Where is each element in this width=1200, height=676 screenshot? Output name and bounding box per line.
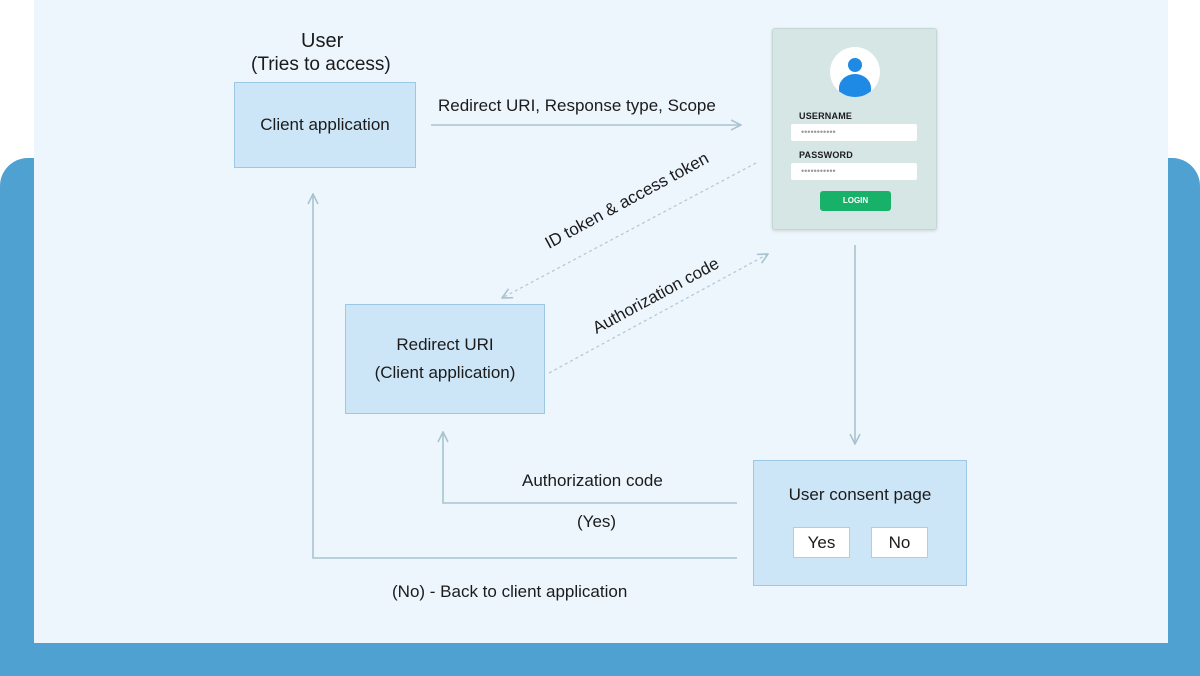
redirect-uri-label: Redirect URI: [396, 335, 494, 354]
consent-yes-button[interactable]: Yes: [793, 527, 850, 558]
user-consent-box: User consent page: [753, 460, 967, 586]
username-label: USERNAME: [799, 111, 853, 121]
diagram-panel: [34, 0, 1168, 643]
yes-path-label: (Yes): [577, 512, 617, 531]
user-avatar-icon: [830, 47, 880, 97]
login-form-card: USERNAME ••••••••••• PASSWORD ••••••••••…: [772, 28, 937, 230]
authorization-code-label: Authorization code: [522, 471, 663, 490]
password-field[interactable]: •••••••••••: [791, 163, 917, 180]
arrow-authcode-to-login: [548, 254, 768, 374]
arrow-consent-no-to-client: [313, 194, 737, 559]
consent-no-button[interactable]: No: [871, 527, 928, 558]
username-field[interactable]: •••••••••••: [791, 124, 917, 141]
user-subtitle: (Tries to access): [251, 54, 391, 75]
client-application-label: Client application: [260, 115, 390, 134]
redirect-uri-box: Redirect URI (Client application): [345, 304, 545, 414]
redirect-uri-sublabel: (Client application): [374, 363, 516, 382]
password-label: PASSWORD: [799, 150, 853, 160]
user-consent-title: User consent page: [788, 485, 932, 504]
redirect-params-label: Redirect URI, Response type, Scope: [438, 96, 716, 115]
client-application-box: Client application: [234, 82, 416, 168]
arrow-tokens-to-redirect: [502, 162, 757, 298]
no-path-label: (No) - Back to client application: [392, 582, 628, 601]
arrow-consent-yes-to-redirect: [443, 432, 737, 504]
login-button[interactable]: LOGIN: [820, 191, 891, 211]
user-title: User: [301, 30, 344, 52]
